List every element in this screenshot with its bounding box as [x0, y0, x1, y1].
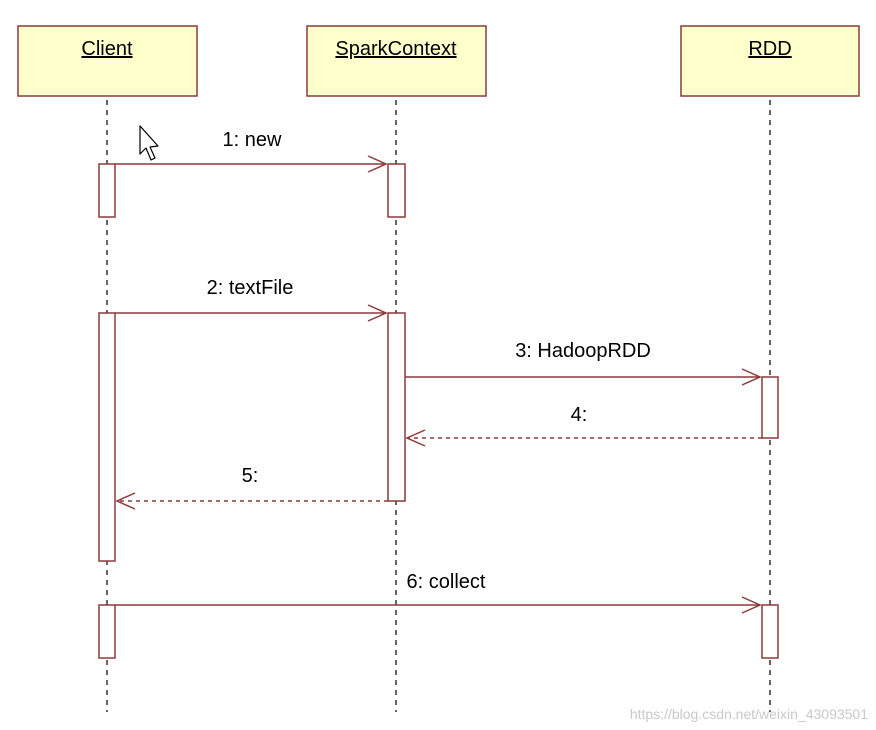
activation-rdd-2: [761, 604, 779, 659]
watermark: https://blog.csdn.net/weixin_43093501: [629, 706, 868, 722]
message-label-2: 2: textFile: [207, 277, 294, 299]
activation-sparkcontext-2: [387, 312, 406, 502]
activation-rdd-1: [761, 376, 779, 439]
activation-client-1: [98, 163, 116, 218]
object-box-rdd: [680, 25, 860, 97]
arrowhead-3: [741, 368, 762, 386]
object-box-sparkcontext: [306, 25, 487, 97]
arrowhead-5: [115, 492, 136, 510]
arrowhead-4: [405, 429, 426, 447]
arrowhead-1: [367, 155, 388, 173]
message-label-3: 3: HadoopRDD: [515, 340, 651, 362]
mouse-pointer-icon: [139, 125, 159, 161]
activation-client-2: [98, 312, 116, 562]
object-label-sparkcontext: SparkContext: [335, 38, 457, 60]
activation-client-3: [98, 604, 116, 659]
message-label-5: 5:: [242, 465, 259, 487]
arrowhead-2: [367, 304, 388, 322]
activation-sparkcontext-1: [387, 163, 406, 218]
message-label-4: 4:: [571, 404, 588, 426]
object-label-client: Client: [81, 38, 133, 60]
message-label-6: 6: collect: [407, 571, 486, 593]
arrowhead-6: [741, 596, 762, 614]
message-label-1: 1: new: [223, 129, 282, 151]
object-box-client: [17, 25, 198, 97]
object-label-rdd: RDD: [748, 38, 791, 60]
